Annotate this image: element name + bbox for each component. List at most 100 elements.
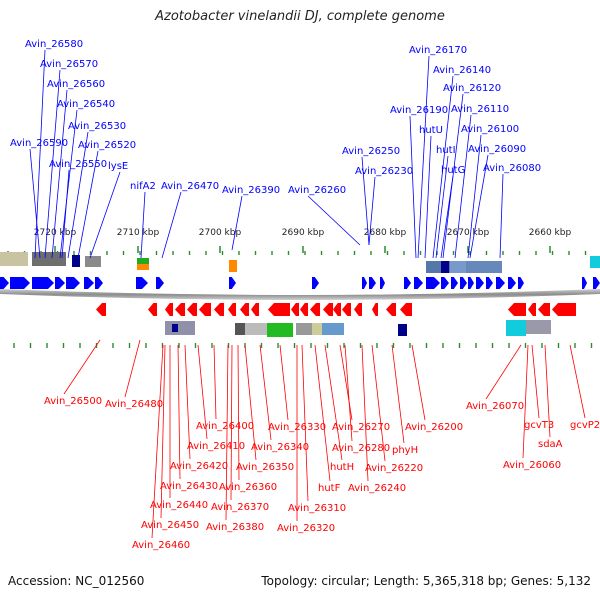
bottom-gene-label: Avin_26380 [206, 522, 264, 533]
top-gene-label: Avin_26090 [468, 144, 526, 155]
label-leader-line [231, 195, 243, 251]
feature-box [322, 323, 344, 335]
bottom-gene-label: Avin_26370 [211, 502, 269, 513]
gene-arrow [312, 277, 319, 289]
gene-arrow [400, 303, 412, 316]
label-leader-line [440, 175, 454, 259]
feature-box [229, 260, 237, 272]
label-leader-line [544, 344, 551, 438]
bottom-gene-label: gcvP2 [570, 420, 600, 431]
label-leader-line [301, 344, 309, 502]
bottom-gene-label: Avin_26460 [132, 540, 190, 551]
label-leader-line [499, 173, 504, 259]
gene-arrow [460, 277, 467, 289]
label-leader-line [361, 156, 370, 246]
label-leader-line [161, 191, 182, 259]
gene-arrow [310, 303, 320, 316]
bottom-gene-label: Avin_26270 [332, 422, 390, 433]
gene-arrow [380, 277, 385, 289]
label-leader-line [467, 134, 482, 259]
gene-arrow [229, 277, 236, 289]
top-gene-label: Avin_26100 [461, 124, 519, 135]
gene-arrow [199, 303, 211, 316]
label-leader-line [485, 344, 522, 400]
scale-label: 2690 kbp [282, 228, 325, 238]
label-leader-line [67, 131, 89, 259]
label-leader-line [409, 115, 417, 259]
top-gene-label: Avin_26530 [68, 121, 126, 132]
gene-arrow [333, 303, 341, 316]
bottom-gene-label: Avin_26240 [348, 483, 406, 494]
label-leader-line [124, 339, 141, 398]
gene-arrow [187, 303, 197, 316]
feature-box [441, 261, 449, 273]
bottom-gene-label: Avin_26070 [466, 401, 524, 412]
label-leader-line [59, 109, 78, 259]
scale-label: 2710 kbp [117, 228, 160, 238]
label-leader-line [44, 69, 61, 259]
gene-arrow [386, 303, 396, 316]
gene-arrow [95, 277, 103, 289]
label-leader-line [34, 49, 46, 259]
label-leader-line [361, 344, 369, 482]
gene-arrow [323, 303, 333, 316]
label-leader-line [344, 344, 353, 442]
bottom-gene-label: Avin_26440 [150, 500, 208, 511]
bottom-gene-label: Avin_26060 [503, 460, 561, 471]
bottom-gene-label: Avin_26400 [196, 421, 254, 432]
bottom-gene-label: Avin_26320 [277, 523, 335, 534]
top-gene-label: hutU [419, 125, 443, 136]
label-leader-line [391, 344, 405, 444]
top-gene-label: lysE [108, 161, 128, 172]
label-leader-line [424, 135, 432, 259]
label-leader-line [259, 344, 272, 441]
label-leader-line [230, 344, 233, 501]
scale-label: 2670 kbp [447, 228, 490, 238]
bottom-gene-label: gcvT3 [524, 420, 554, 431]
label-leader-line [454, 114, 472, 259]
top-gene-label: Avin_26170 [409, 45, 467, 56]
label-leader-line [151, 344, 164, 539]
feature-box [245, 323, 267, 335]
top-gene-label: Avin_26260 [288, 185, 346, 196]
top-gene-label: Avin_26570 [40, 59, 98, 70]
gene-arrow [342, 303, 351, 316]
gene-arrow [354, 303, 362, 316]
gene-arrow [508, 277, 516, 289]
bottom-gene-label: Avin_26500 [44, 396, 102, 407]
bottom-gene-label: Avin_26280 [332, 443, 390, 454]
label-leader-line [63, 339, 101, 395]
label-leader-line [29, 148, 41, 259]
scale-label: 2700 kbp [199, 228, 242, 238]
label-leader-line [279, 344, 289, 421]
gene-arrow [362, 277, 367, 289]
label-leader-line [184, 344, 191, 460]
gene-arrow [538, 303, 550, 316]
bottom-gene-label: hutF [318, 483, 341, 494]
bottom-gene-label: Avin_26200 [405, 422, 463, 433]
gene-arrow [300, 303, 308, 316]
label-leader-line [225, 344, 229, 521]
gene-arrow [156, 277, 164, 289]
top-gene-label: nifA2 [130, 181, 156, 192]
label-leader-line [469, 154, 489, 259]
top-gene-label: Avin_26520 [78, 140, 136, 151]
feature-box [235, 323, 245, 335]
bottom-gene-label: Avin_26430 [160, 481, 218, 492]
label-leader-line [371, 344, 386, 462]
top-gene-label: Avin_26540 [57, 99, 115, 110]
gene-arrow [593, 277, 600, 289]
feature-box [267, 323, 293, 337]
gene-arrow [55, 277, 65, 289]
label-leader-line [89, 171, 121, 259]
bottom-gene-label: phyH [392, 445, 418, 456]
label-leader-line [531, 344, 540, 419]
gene-arrow [175, 303, 185, 316]
gene-arrow [148, 303, 157, 316]
gene-arrow [486, 277, 493, 289]
gene-arrow [552, 303, 576, 316]
top-gene-label: Avin_26580 [25, 39, 83, 50]
label-leader-line [368, 176, 376, 246]
gene-arrow [214, 303, 224, 316]
gene-arrow [165, 303, 173, 316]
